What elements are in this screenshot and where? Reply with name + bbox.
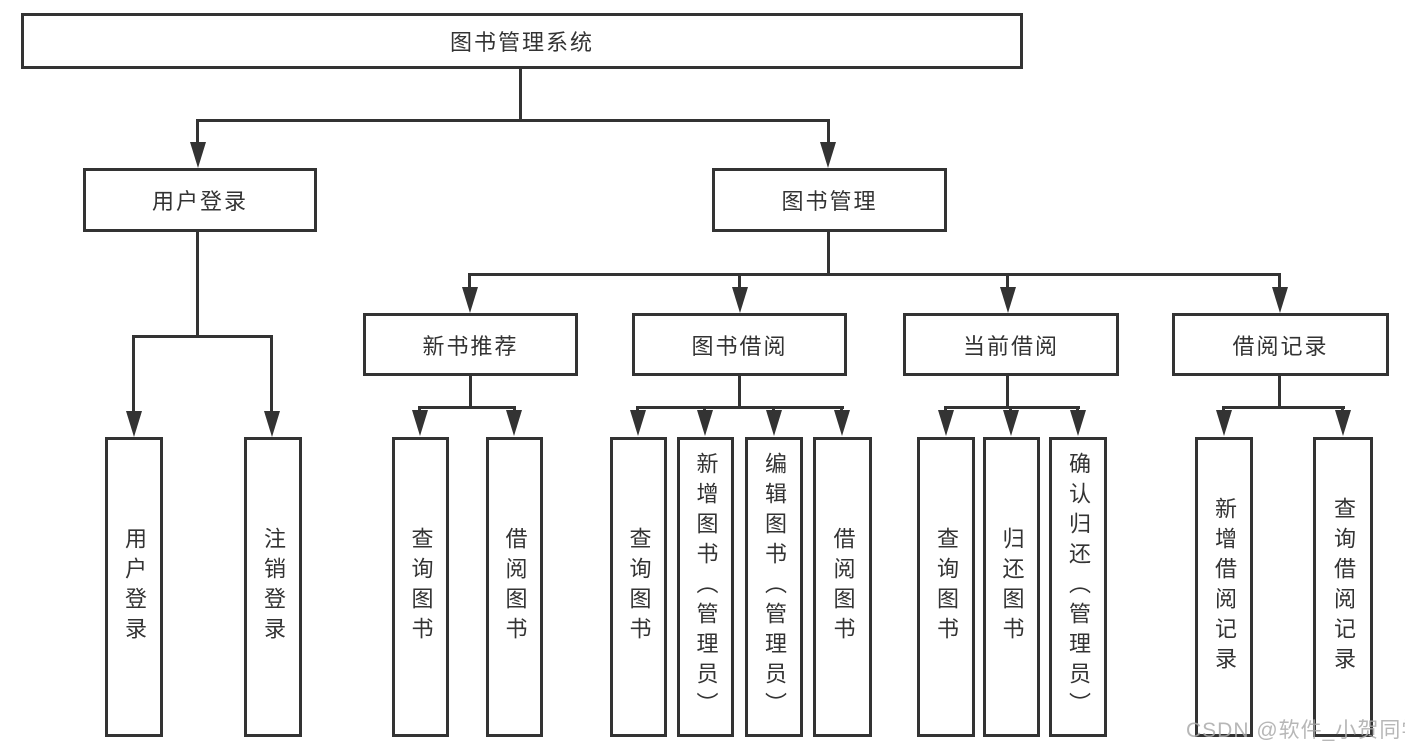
arrow-down-icon [1003,410,1019,436]
node-leaf-query-book-1: 查询图书 [392,437,449,737]
node-leaf-edit-book-admin: 编辑图书（管理员） [745,437,803,737]
node-leaf-query-book-2: 查询图书 [610,437,667,737]
arrow-down-icon [190,142,206,168]
leaf-label: 归还图书 [999,527,1025,647]
connector-vline [1006,375,1009,407]
leaf-label: 注销登录 [261,527,286,647]
leaf-label: 用户登录 [122,527,147,647]
connector-hline [1222,406,1345,409]
leaf-label: 借阅图书 [502,527,528,647]
node-new-book-recommend: 新书推荐 [363,313,578,376]
leaf-label: 查询图书 [934,527,959,647]
arrow-down-icon [462,287,478,313]
node-user-login: 用户登录 [83,168,317,232]
node-book-borrow: 图书借阅 [632,313,847,376]
arrow-down-icon [630,410,646,436]
node-leaf-query-borrow-record: 查询借阅记录 [1313,437,1373,737]
node-book-management: 图书管理 [712,168,947,232]
node-leaf-confirm-return-admin: 确认归还（管理员） [1049,437,1107,737]
arrow-down-icon [126,411,142,437]
leaf-label: 新增借阅记录 [1212,497,1237,677]
connector-vline [1006,273,1009,289]
connector-hline [636,406,844,409]
connector-hline [418,406,516,409]
connector-vline [469,375,472,407]
node-root-system: 图书管理系统 [21,13,1023,69]
connector-hline [132,335,273,338]
arrow-down-icon [412,410,428,436]
arrow-down-icon [697,410,713,436]
node-current-borrow: 当前借阅 [903,313,1119,376]
csdn-watermark: CSDN @软件_小贺同学 [1186,719,1405,742]
connector-hline [944,406,1080,409]
connector-hline [469,273,1281,276]
leaf-label: 新增图书（管理员） [693,452,719,722]
node-leaf-borrow-book-1: 借阅图书 [486,437,543,737]
leaf-label: 查询图书 [626,527,652,647]
leaf-label: 借阅图书 [830,527,856,647]
connector-vline [738,375,741,407]
leaf-label: 查询图书 [408,527,434,647]
connector-vline [196,119,199,145]
connector-vline [519,68,522,119]
arrow-down-icon [820,142,836,168]
arrow-down-icon [1070,410,1086,436]
connector-vline [270,335,273,413]
connector-vline [1278,375,1281,407]
node-leaf-add-book-admin: 新增图书（管理员） [677,437,734,737]
arrow-down-icon [1000,287,1016,313]
node-leaf-borrow-book-2: 借阅图书 [813,437,872,737]
node-leaf-query-book-3: 查询图书 [917,437,975,737]
connector-vline [1278,273,1281,289]
node-leaf-user-login: 用户登录 [105,437,163,737]
arrow-down-icon [938,410,954,436]
arrow-down-icon [766,410,782,436]
leaf-label: 确认归还（管理员） [1066,452,1091,722]
connector-vline [827,231,830,275]
arrow-down-icon [1216,410,1232,436]
arrow-down-icon [1335,410,1351,436]
arrow-down-icon [264,411,280,437]
arrow-down-icon [1272,287,1288,313]
connector-hline [196,119,830,122]
connector-vline [738,273,741,289]
connector-vline [827,119,830,145]
arrow-down-icon [506,410,522,436]
connector-vline [196,231,199,337]
arrow-down-icon [732,287,748,313]
arrow-down-icon [834,410,850,436]
node-leaf-logout: 注销登录 [244,437,302,737]
node-leaf-return-book: 归还图书 [983,437,1040,737]
connector-vline [468,273,471,289]
connector-vline [132,335,135,413]
leaf-label: 编辑图书（管理员） [762,452,787,722]
leaf-label: 查询借阅记录 [1331,497,1356,677]
node-leaf-add-borrow-record: 新增借阅记录 [1195,437,1253,737]
node-borrow-records: 借阅记录 [1172,313,1389,376]
